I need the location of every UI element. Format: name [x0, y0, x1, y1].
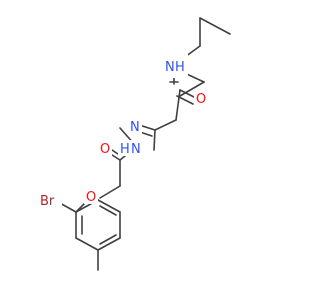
- ether-oxygen-label: O: [86, 190, 96, 205]
- bond: [99, 234, 117, 245]
- label-bg: [98, 140, 112, 156]
- bond: [153, 129, 156, 151]
- bond: [179, 81, 205, 97]
- hydrazide-oxygen-label: O: [100, 142, 110, 157]
- label-bg: [128, 118, 142, 134]
- bond: [97, 237, 121, 251]
- hydrazide-hydrogen-label: H: [120, 142, 130, 157]
- label-bg: [84, 188, 98, 204]
- bond: [99, 185, 121, 199]
- label-bg: [118, 140, 146, 156]
- imine-nitrogen-label: N: [130, 120, 140, 135]
- structure-svg: N H O N H N O O Br: [38, 17, 231, 271]
- amide-hydrogen-label: H: [175, 60, 185, 75]
- bond: [75, 237, 99, 251]
- label-bg: [194, 90, 208, 108]
- bond: [179, 89, 197, 99]
- bond: [199, 17, 231, 35]
- amide-oxygen-label: O: [196, 92, 206, 107]
- hydrazide-nitrogen-label: N: [131, 142, 141, 157]
- bond: [99, 205, 117, 216]
- amide-nitrogen-label: N: [165, 60, 175, 75]
- molecule-diagram: N H O N H N O O Br: [38, 17, 231, 271]
- bond: [175, 89, 181, 121]
- label-bg: [160, 54, 188, 78]
- label-bg: [38, 192, 62, 208]
- bromine-label: Br: [40, 194, 55, 209]
- bond: [154, 119, 177, 131]
- bond: [97, 199, 121, 213]
